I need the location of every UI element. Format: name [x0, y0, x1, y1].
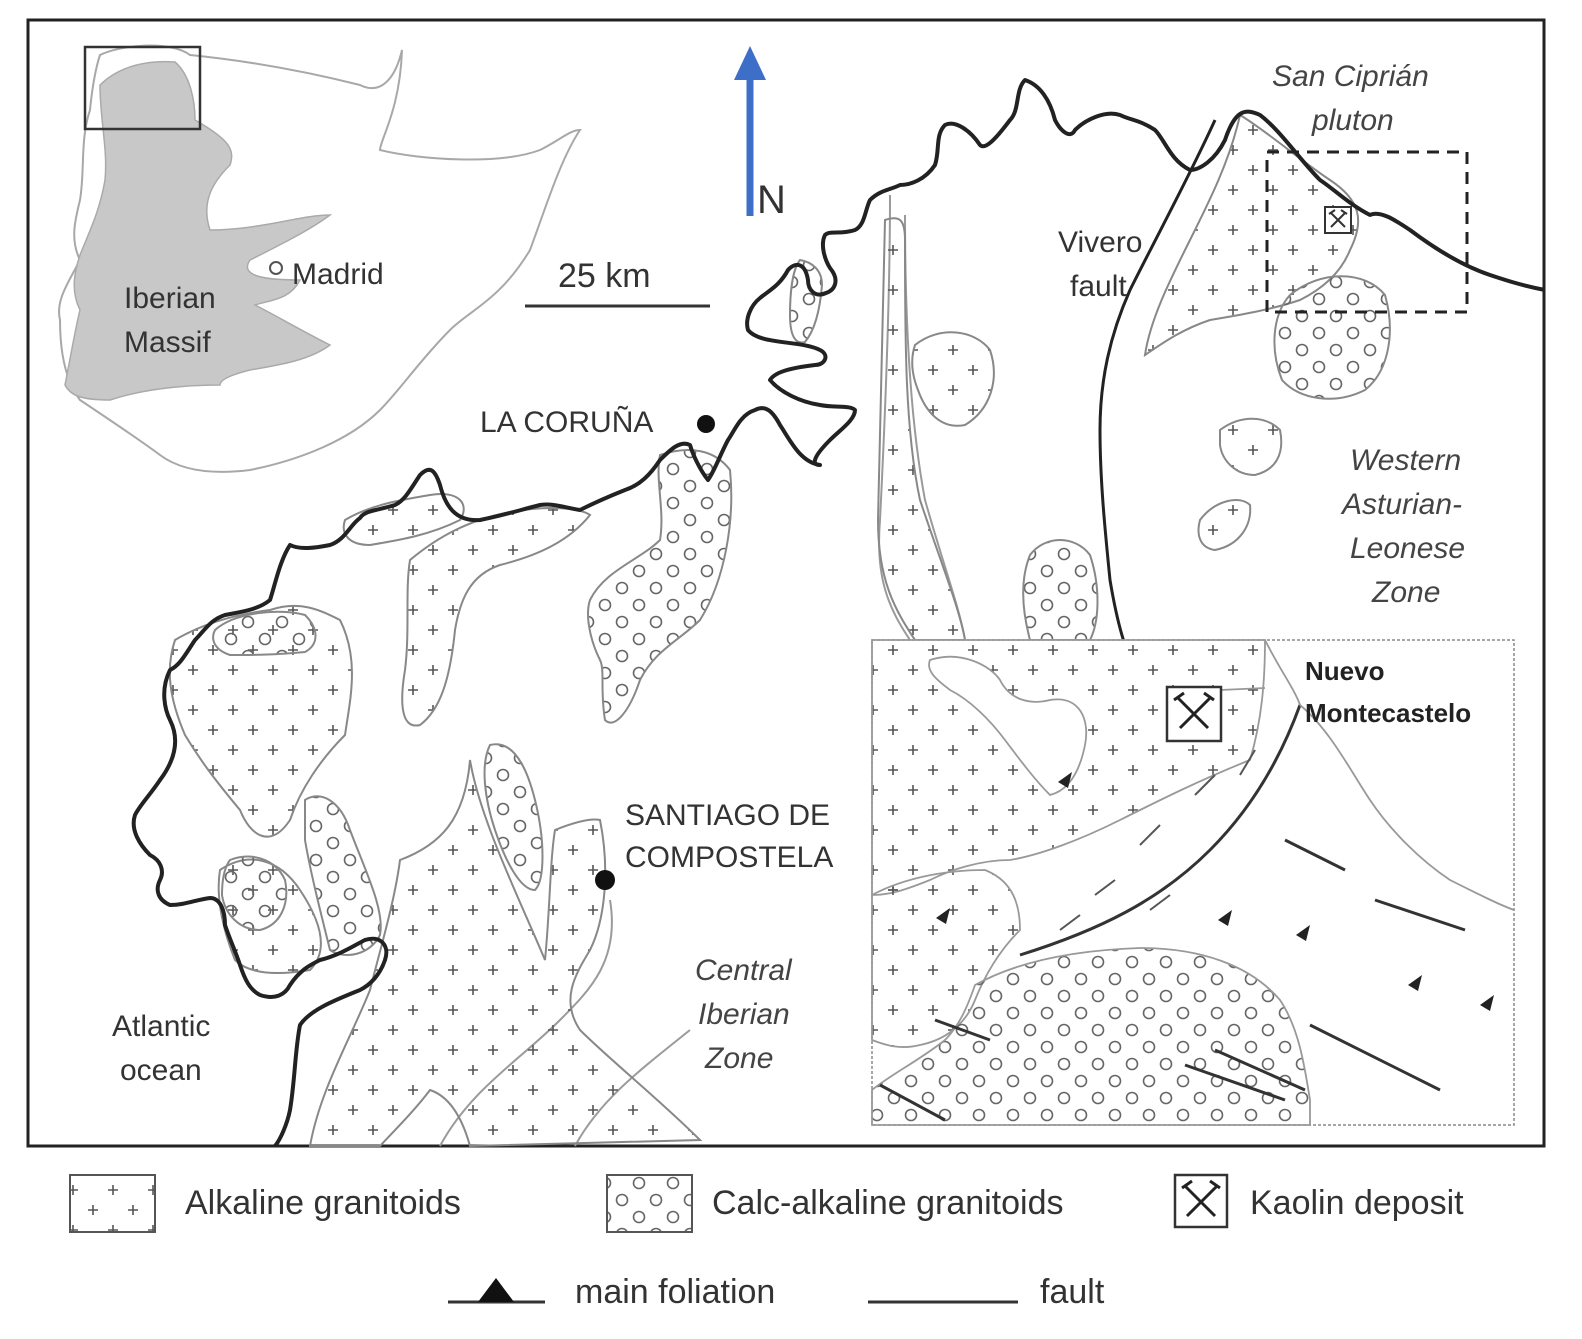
detail-contours: [1219, 639, 1515, 911]
legend-calc-alkaline-label: Calc-alkaline granitoids: [712, 1184, 1064, 1222]
vivero-label-1: Vivero: [1058, 226, 1143, 259]
alkaline-body-central: [308, 759, 703, 1148]
legend-foliation-label: main foliation: [575, 1273, 775, 1311]
detail-alkaline-zone-lower: [871, 869, 1021, 1048]
legend-kaolin: Kaolin deposit: [1173, 1173, 1464, 1229]
nuevo-montecastelo-label-2: Montecastelo: [1305, 698, 1471, 728]
calc-body-east: [1022, 539, 1099, 641]
foliation-symbols: [936, 772, 1494, 1011]
calc-body-small-1: [220, 855, 288, 932]
san-ciprian-label-2: pluton: [1311, 104, 1394, 137]
nuevo-montecastelo-label-1: Nuevo: [1305, 656, 1384, 686]
vivero-label-2: fault: [1070, 270, 1127, 303]
study-area-box: [83, 45, 202, 131]
santiago-label-2: COMPOSTELA: [625, 841, 833, 874]
calc-alkaline-granitoids: [212, 258, 1391, 956]
kaolin-symbol-small: [1324, 206, 1352, 234]
calc-body-central: [483, 743, 544, 892]
nuevo-montecastelo-inset: [871, 639, 1515, 1126]
legend-alkaline: Alkaline granitoids: [69, 1174, 461, 1233]
calc-body-coruna: [587, 449, 733, 724]
atlantic-label-2: ocean: [120, 1054, 202, 1087]
alkaline-body-east-strip: [876, 217, 967, 641]
central-label-3: Zone: [704, 1042, 773, 1075]
alkaline-body-pod-3: [1197, 499, 1252, 552]
scale-label: 25 km: [558, 257, 651, 295]
la-coruna-marker: [697, 415, 715, 433]
santiago-label-1: SANTIAGO DE: [625, 799, 830, 832]
iberian-massif-label-2: Massif: [124, 326, 211, 359]
legend-calc-alkaline: Calc-alkaline granitoids: [606, 1174, 1064, 1233]
inset-map: Madrid Iberian Massif: [58, 44, 582, 473]
calc-body-northeast: [1273, 275, 1391, 400]
western-label-2: Asturian-: [1340, 488, 1462, 521]
alkaline-body-pod-2: [1219, 417, 1283, 477]
north-label: N: [757, 178, 786, 222]
detail-main-fault: [1019, 704, 1302, 957]
legend-alkaline-label: Alkaline granitoids: [185, 1184, 461, 1222]
alkaline-body-pod-1: [911, 331, 995, 427]
calc-body-coast-strip: [788, 258, 824, 344]
iberia-coast: [58, 44, 582, 473]
san-ciprian-detail-box: [1265, 150, 1469, 314]
scale-bar: 25 km: [525, 257, 710, 308]
legend-fault: fault: [868, 1273, 1105, 1311]
detail-faults: [879, 838, 1466, 1122]
iberian-massif-label-1: Iberian: [124, 282, 216, 315]
legend-foliation: main foliation: [448, 1273, 775, 1311]
western-label-1: Western: [1350, 444, 1461, 477]
atlantic-label-1: Atlantic: [112, 1010, 210, 1043]
san-ciprian-label-1: San Ciprián: [1272, 60, 1429, 93]
western-label-4: Zone: [1371, 576, 1440, 609]
western-label-3: Leonese: [1350, 532, 1465, 565]
iberian-massif-fill: [64, 60, 333, 401]
kaolin-symbol-detail: [1165, 685, 1223, 743]
coastline: [131, 78, 1546, 1148]
central-label-2: Iberian: [698, 998, 790, 1031]
detail-alkaline-embayment: [928, 655, 1088, 796]
santiago-marker: [595, 870, 615, 890]
legend-fault-label: fault: [1040, 1273, 1105, 1311]
north-arrow: N: [734, 46, 786, 222]
madrid-label: Madrid: [292, 258, 384, 291]
la-coruna-label: LA CORUÑA: [480, 405, 653, 439]
madrid-marker: [269, 261, 283, 275]
calc-body-south-strip: [304, 795, 382, 956]
calc-body-west: [212, 610, 317, 657]
central-label-1: Central: [695, 954, 793, 987]
detail-calc-zone: [871, 947, 1311, 1126]
detail-dashes: [1059, 749, 1256, 931]
alkaline-body-west: [168, 604, 353, 838]
vivero-fault: [1098, 119, 1217, 646]
legend-kaolin-label: Kaolin deposit: [1250, 1184, 1464, 1222]
legend: Alkaline granitoids Calc-alkaline granit…: [69, 1173, 1464, 1311]
